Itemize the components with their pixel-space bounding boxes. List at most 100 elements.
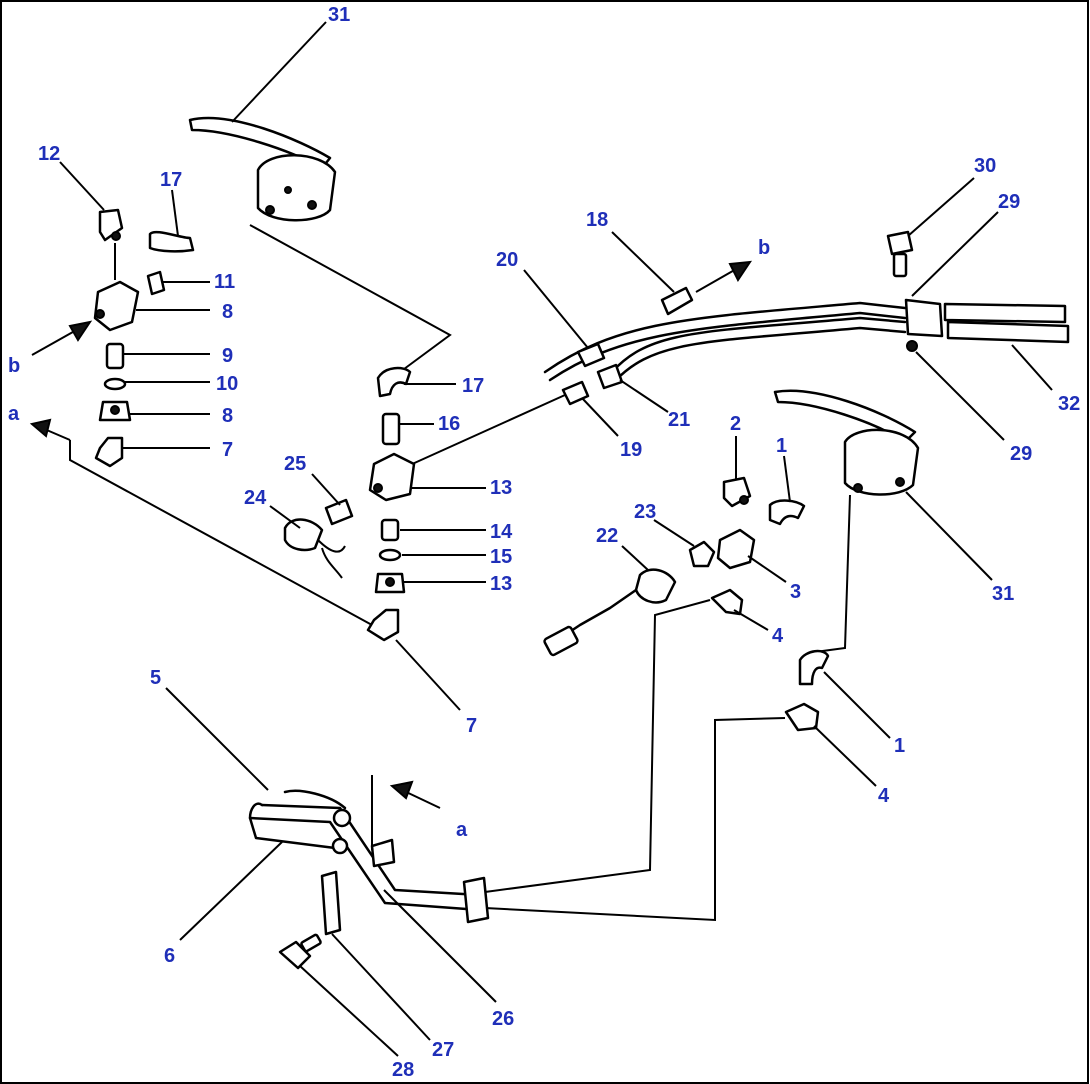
elbow-17-lower — [376, 366, 412, 398]
callout-1-lower: 1 — [894, 735, 905, 757]
fitting-on-5 — [332, 808, 352, 828]
bolt-30-shank — [892, 252, 908, 278]
leader-7b — [395, 639, 461, 711]
tubes — [69, 224, 851, 922]
leader-22 — [621, 545, 649, 571]
elbow-1-upper — [768, 499, 806, 526]
leader-12 — [59, 161, 105, 211]
elbow-2-nut — [739, 495, 749, 505]
leader-29b — [915, 351, 1005, 441]
fitting-8-lower-center — [110, 405, 120, 415]
callout-2: 2 — [730, 413, 741, 435]
valve-port-right-2 — [895, 477, 905, 487]
callout-1-upper: 1 — [776, 435, 787, 457]
markers: b a b a — [8, 237, 770, 841]
leader-27 — [331, 933, 431, 1041]
arrow-a-left-head — [29, 418, 52, 438]
leader-4b — [813, 725, 877, 787]
tube-7-to-a — [69, 440, 373, 626]
callout-8-upper: 8 — [222, 301, 233, 323]
nut-23 — [688, 540, 716, 568]
tube-block-to-4b — [484, 717, 786, 922]
marker-b-right: b — [758, 237, 770, 259]
callout-31-right: 31 — [992, 583, 1014, 605]
leader-19 — [581, 397, 619, 437]
elbow-17-upper — [148, 230, 195, 253]
callout-10: 10 — [216, 373, 238, 395]
pipe-6-loop-2 — [283, 789, 347, 810]
callout-9: 9 — [222, 345, 233, 367]
pipe-20-upper — [543, 301, 907, 374]
pipe-21-upper — [610, 316, 907, 374]
pipe-5-lower — [248, 816, 482, 912]
callout-24: 24 — [244, 487, 267, 509]
sensor-22-plug — [543, 625, 579, 657]
tee-3 — [716, 528, 756, 570]
callout-7-lower: 7 — [466, 715, 477, 737]
leader-17a — [171, 189, 179, 237]
tube-upper-valve-to-17 — [249, 224, 452, 373]
leader-21 — [619, 379, 669, 413]
callout-5: 5 — [150, 667, 161, 689]
nipple-9 — [105, 342, 125, 370]
valve-port-upper-1 — [265, 205, 275, 215]
pipe-5-upper — [260, 803, 482, 897]
valve-port-right-1 — [853, 483, 863, 493]
upper-valve-assembly — [188, 116, 337, 222]
arrow-b-right-shaft — [695, 267, 739, 293]
fitting-on-6 — [331, 837, 349, 855]
callout-31-top: 31 — [328, 4, 350, 26]
callout-22: 22 — [596, 525, 618, 547]
connector-18 — [660, 286, 694, 316]
flow-arrows — [29, 260, 753, 809]
pipe-6-loop — [248, 802, 337, 850]
plug-11 — [146, 270, 166, 296]
leader-20 — [523, 269, 589, 349]
callout-29-lower: 29 — [1010, 443, 1032, 465]
clamp-29 — [904, 298, 944, 338]
upper-right-fittings — [561, 286, 694, 406]
fitting-21 — [596, 363, 624, 390]
bolt-30-head — [886, 230, 914, 256]
center-fitting-stack — [283, 366, 416, 642]
leader-lines — [59, 21, 1053, 1057]
elbow-4-upper — [710, 588, 744, 616]
bolt-28-shank — [300, 933, 322, 953]
switch-24 — [283, 518, 324, 552]
bottom-block-assembly — [248, 789, 490, 970]
arrow-b-left-head — [68, 320, 93, 342]
leader-1b — [823, 671, 891, 739]
tee-13-upper — [368, 452, 416, 502]
leader-18 — [611, 231, 675, 293]
callout-32: 32 — [1058, 393, 1080, 415]
washer-15 — [378, 548, 402, 562]
callout-8-lower: 8 — [222, 405, 233, 427]
callout-3: 3 — [790, 581, 801, 603]
leader-6 — [179, 841, 283, 941]
leader-25 — [311, 473, 341, 506]
tee-8-port — [95, 309, 105, 319]
callout-15: 15 — [490, 546, 512, 568]
callout-12: 12 — [38, 143, 60, 165]
marker-a-bottom: a — [456, 819, 468, 841]
leader-4a — [733, 609, 769, 631]
elbow-7-lower — [366, 608, 400, 642]
callout-7-upper: 7 — [222, 439, 233, 461]
middle-right-fittings — [543, 476, 830, 732]
arrow-b-right-head — [728, 260, 753, 282]
tee-13-port — [373, 483, 383, 493]
callout-30: 30 — [974, 155, 996, 177]
leader-3 — [747, 555, 787, 583]
callout-11: 11 — [214, 271, 235, 293]
long-pipes — [543, 301, 907, 382]
far-right-fittings — [886, 230, 1070, 352]
leader-23 — [653, 519, 695, 547]
fitting-13-lower-center — [385, 577, 395, 587]
washer-10 — [103, 377, 127, 391]
switch-24-wire — [317, 539, 346, 579]
tee-8-upper — [93, 280, 140, 332]
leader-29a — [911, 211, 999, 297]
callout-23: 23 — [634, 501, 656, 523]
marker-b-left: b — [8, 355, 20, 377]
